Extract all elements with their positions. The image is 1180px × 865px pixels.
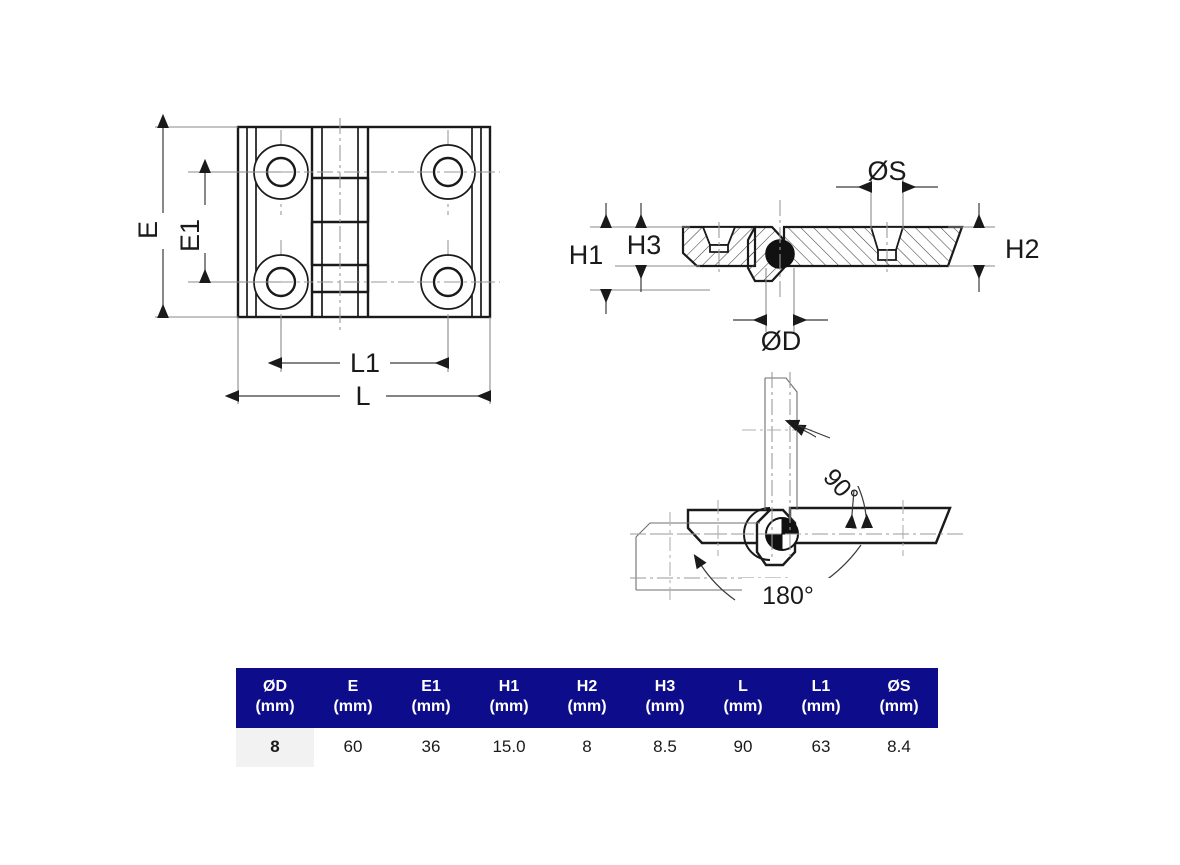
col-unit-l1: (mm) — [801, 698, 841, 716]
dimension-label-L: L — [355, 381, 370, 411]
dimension-label-E: E — [133, 221, 163, 239]
cell-e1: 36 — [392, 727, 470, 767]
col-unit-e1: (mm) — [411, 698, 451, 716]
dimension-label-L1: L1 — [350, 348, 380, 378]
dimension-label-H1: H1 — [569, 240, 604, 270]
col-unit-l: (mm) — [723, 698, 763, 716]
angle-label-180: 180° — [762, 582, 814, 610]
cell-e: 60 — [314, 727, 392, 767]
col-header-od: ØD (mm) — [236, 668, 314, 728]
dimension-label-H2: H2 — [1005, 234, 1040, 264]
section-view: H1 H3 H2 ØS ØD — [569, 156, 1040, 356]
col-symbol-e: E — [347, 678, 359, 695]
specification-table: ØD (mm) E (mm) E1 (mm) H1 (mm) H2 (mm) — [236, 668, 938, 767]
col-symbol-l1: L1 — [811, 678, 831, 695]
front-view: E E1 L1 L — [133, 113, 500, 411]
col-symbol-h3: H3 — [654, 678, 676, 695]
col-header-h2: H2 (mm) — [548, 668, 626, 728]
col-unit-h1: (mm) — [489, 698, 529, 716]
dimension-label-OS: ØS — [867, 156, 906, 186]
table-row: 8 60 36 15.0 8 8.5 90 63 8.4 — [236, 727, 938, 767]
col-unit-e: (mm) — [333, 698, 373, 716]
cell-l: 90 — [704, 727, 782, 767]
dimension-label-H3: H3 — [627, 230, 662, 260]
cell-od: 8 — [236, 727, 314, 767]
cell-l1: 63 — [782, 727, 860, 767]
table-header-row: ØD (mm) E (mm) E1 (mm) H1 (mm) H2 (mm) — [236, 668, 938, 728]
cell-h3: 8.5 — [626, 727, 704, 767]
col-symbol-l: L — [738, 678, 748, 695]
dimension-label-OD: ØD — [761, 326, 802, 356]
col-symbol-os: ØS — [887, 678, 911, 695]
col-header-l1: L1 (mm) — [782, 668, 860, 728]
cell-h2: 8 — [548, 727, 626, 767]
dimension-label-E1: E1 — [175, 219, 205, 252]
col-symbol-h2: H2 — [576, 678, 598, 695]
col-symbol-e1: E1 — [421, 678, 441, 695]
col-header-h3: H3 (mm) — [626, 668, 704, 728]
col-symbol-od: ØD — [263, 678, 287, 695]
col-unit-h2: (mm) — [567, 698, 607, 716]
col-header-l: L (mm) — [704, 668, 782, 728]
cell-h1: 15.0 — [470, 727, 548, 767]
cell-os: 8.4 — [860, 727, 938, 767]
col-header-os: ØS (mm) — [860, 668, 938, 728]
col-unit-od: (mm) — [255, 698, 295, 716]
col-unit-os: (mm) — [879, 698, 919, 716]
col-header-h1: H1 (mm) — [470, 668, 548, 728]
col-unit-h3: (mm) — [645, 698, 685, 716]
col-header-e1: E1 (mm) — [392, 668, 470, 728]
col-header-e: E (mm) — [314, 668, 392, 728]
rotation-view: 90° 180° — [630, 372, 965, 612]
col-symbol-h1: H1 — [498, 678, 520, 695]
